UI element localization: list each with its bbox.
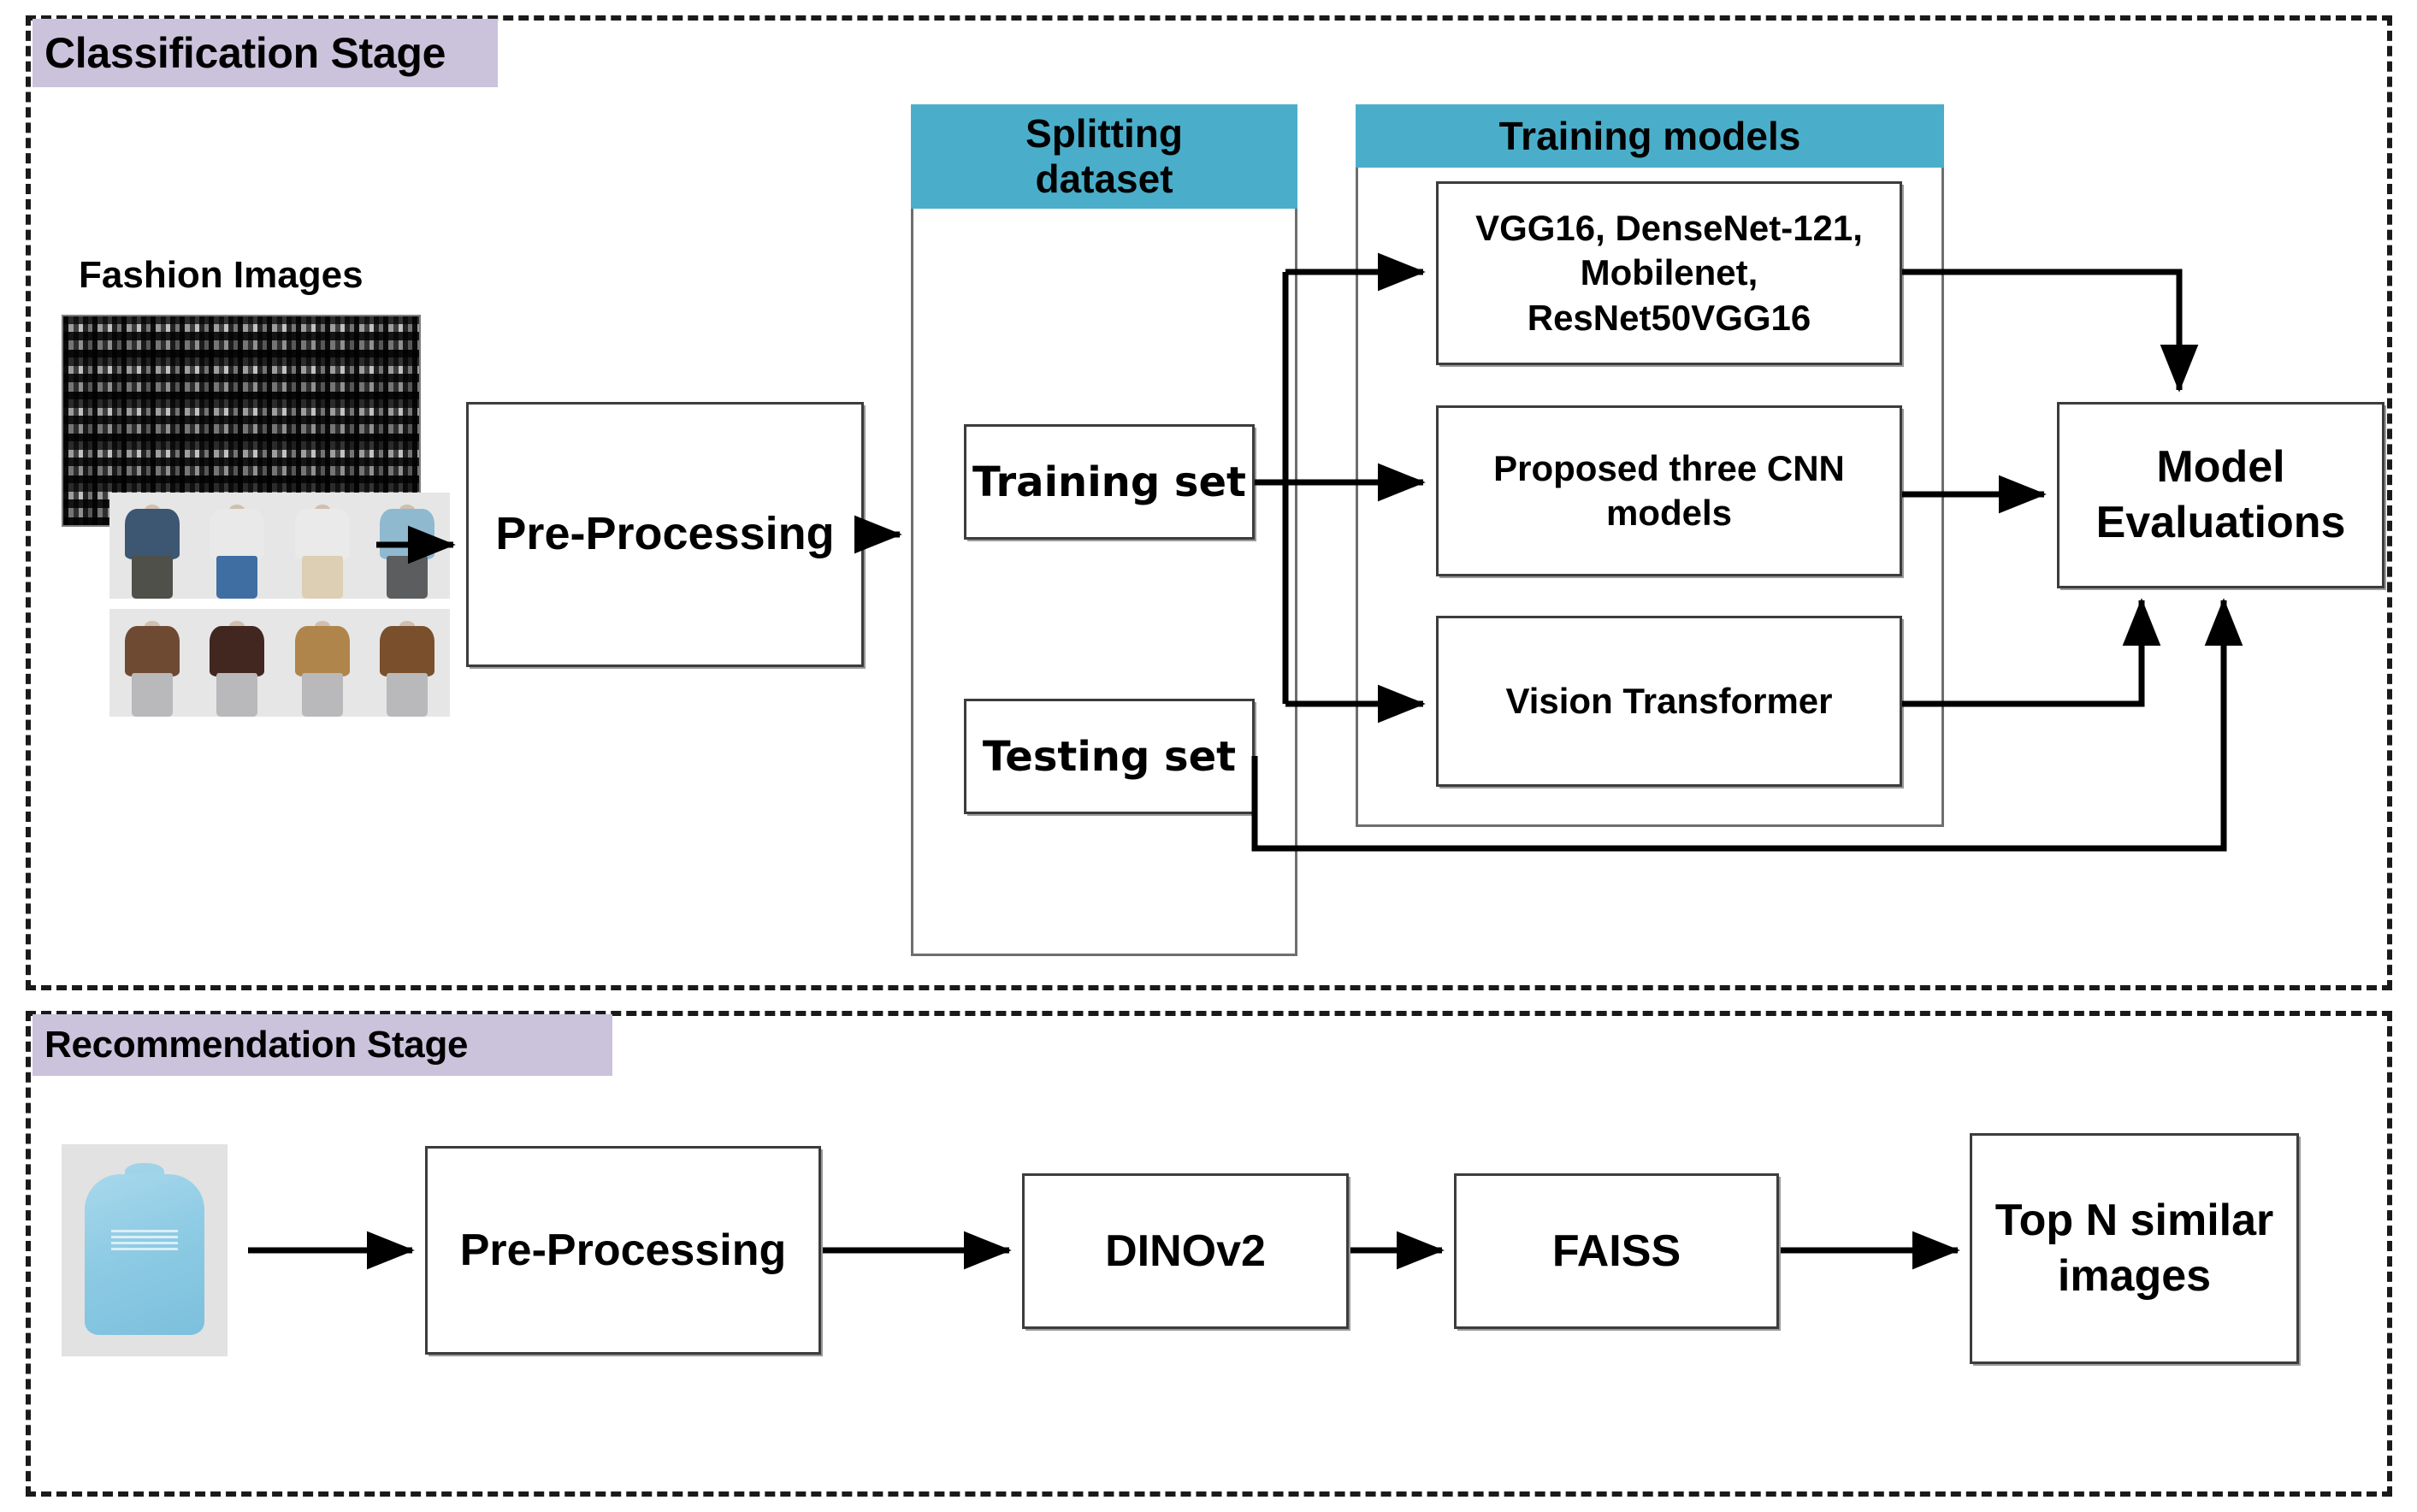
garment-denim-jacket [120,504,185,599]
training-set-box: Training set [964,424,1255,540]
garment-brown-leather-coat [375,621,440,717]
classification-stage-label: Classification Stage [33,19,498,87]
query-image-thumbnail [62,1144,228,1356]
recommendation-stage-container [26,1011,2392,1497]
preprocessing-box-classification: Pre-Processing [466,402,864,667]
grayscale-fashion-grid-image [62,315,421,527]
top-n-similar-images-box: Top N similar images [1970,1133,2299,1364]
faiss-box: FAISS [1454,1173,1779,1329]
leather-jackets-photo-strip [109,609,450,717]
splitting-dataset-header-line2: dataset [1035,157,1173,201]
garment-dark-brown-jacket [204,621,269,717]
testing-set-box: Testing set [964,699,1255,814]
denim-garments-photo-strip [109,493,450,599]
splitting-dataset-header: Splitting dataset [911,104,1297,209]
classification-stage-container [26,15,2392,990]
garment-tan-suede-jacket [290,621,355,717]
training-models-header: Training models [1356,104,1944,168]
model-evaluations-box: Model Evaluations [2057,402,2384,588]
garment-denim-shirt [375,504,440,599]
splitting-dataset-header-line1: Splitting [1025,111,1183,157]
garment-shearling-jacket [120,621,185,717]
dinov2-box: DINOv2 [1022,1173,1349,1329]
garment-beige-trousers [290,504,355,599]
fashion-images-caption: Fashion Images [79,254,363,296]
model-box-pretrained-cnns: VGG16, DenseNet-121, Mobilenet, ResNet50… [1436,181,1902,365]
model-box-vision-transformer: Vision Transformer [1436,616,1902,787]
preprocessing-box-recommendation: Pre-Processing [425,1146,821,1355]
model-box-proposed-cnns: Proposed three CNN models [1436,405,1902,576]
recommendation-stage-label: Recommendation Stage [33,1014,612,1076]
garment-blue-jeans [204,504,269,599]
